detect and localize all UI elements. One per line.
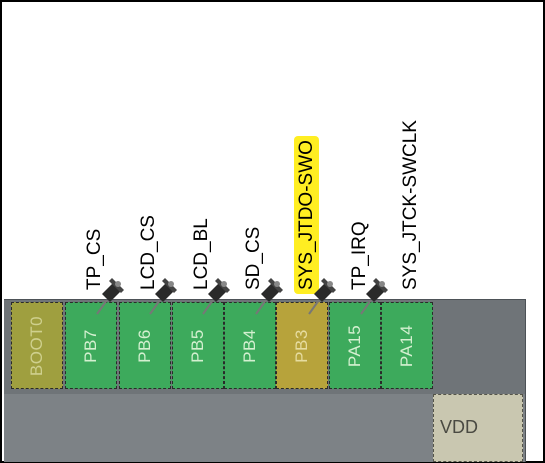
pin-vdd[interactable]: VDD <box>433 394 523 462</box>
pin-label: PB6 <box>135 328 154 363</box>
pin-label: PA14 <box>397 324 416 367</box>
pin-label: PB4 <box>240 328 259 363</box>
pushpin-icon[interactable] <box>141 270 181 318</box>
pin-label: PB7 <box>81 328 100 363</box>
pin-pb6[interactable]: PB6 <box>119 302 171 389</box>
pin-pb3[interactable]: PB3 <box>276 302 328 389</box>
pin-pb5[interactable]: PB5 <box>172 302 224 389</box>
pin-label: PB5 <box>188 328 207 363</box>
pin-pa15[interactable]: PA15 <box>329 302 381 389</box>
pushpin-icon[interactable] <box>88 270 128 318</box>
pin-label: PB3 <box>292 328 311 363</box>
pushpin-icon[interactable] <box>247 270 287 318</box>
pin-pa14[interactable]: PA14 <box>381 302 433 389</box>
signal-label-sys-jtck-swclk: SYS_JTCK-SWCLK <box>400 120 421 290</box>
pin-label: BOOT0 <box>27 315 46 376</box>
pin-label: PA15 <box>345 324 364 367</box>
pushpin-icon[interactable] <box>352 270 392 318</box>
pushpin-icon[interactable] <box>300 270 340 318</box>
pin-pb4[interactable]: PB4 <box>224 302 276 389</box>
pin-label: VDD <box>440 417 479 437</box>
pushpin-icon[interactable] <box>194 270 234 318</box>
pin-pb7[interactable]: PB7 <box>65 302 117 389</box>
pin-boot0[interactable]: BOOT0 <box>11 302 63 389</box>
